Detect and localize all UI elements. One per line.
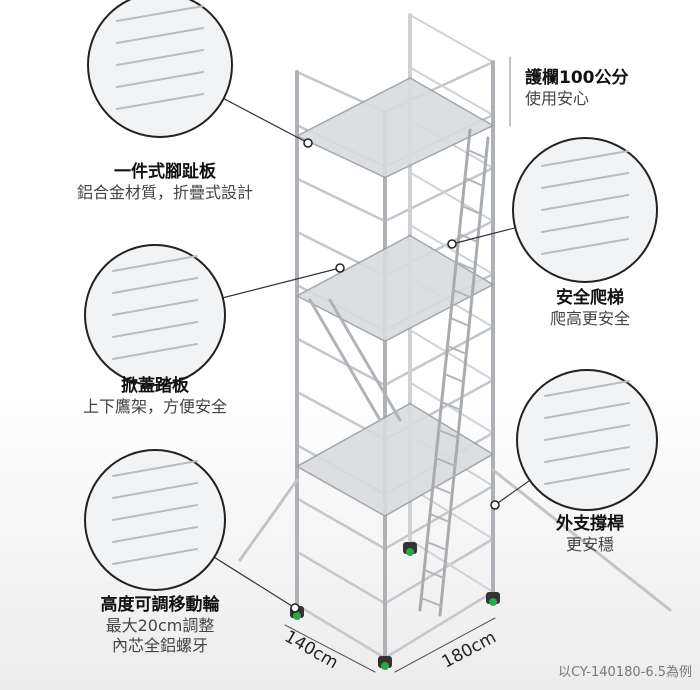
rung: [383, 166, 495, 223]
dimension-line: [284, 624, 376, 673]
detail-part: [540, 238, 630, 255]
detail-part: [112, 526, 198, 543]
mid-platform: [295, 234, 495, 343]
ladder-step: [423, 569, 445, 579]
feature-outrigger: 外支撐桿 更安穩: [556, 514, 624, 555]
callout-dot: [490, 500, 500, 510]
rung: [295, 497, 387, 551]
rung: [409, 224, 494, 275]
detail-part: [115, 49, 205, 66]
detail-part: [540, 216, 630, 233]
ladder-step: [458, 233, 479, 243]
rung: [295, 603, 387, 660]
rung: [295, 337, 387, 387]
rung: [383, 537, 495, 605]
ladder-step: [464, 177, 485, 187]
rung: [295, 550, 387, 605]
detail-part: [112, 321, 198, 338]
detail-circle: [87, 0, 233, 138]
low-platform: [295, 402, 495, 517]
detail-part: [544, 446, 630, 463]
caster-wheel: [406, 548, 414, 556]
rung: [409, 66, 494, 116]
model-note: 以CY-140180-6.5為例: [558, 665, 692, 680]
detail-circle: [84, 244, 226, 386]
rung: [409, 14, 494, 63]
ladder-step: [455, 261, 476, 271]
detail-part: [540, 150, 630, 167]
detail-part: [115, 27, 205, 44]
rung: [295, 177, 387, 223]
detail-circle: [512, 137, 658, 283]
ladder-step: [452, 289, 473, 299]
detail-part: [112, 299, 198, 316]
dimension-line: [394, 617, 496, 673]
rung: [383, 590, 495, 660]
feature-guardrail: 護欄100公分 使用安心: [525, 68, 629, 109]
feature-caster: 高度可調移動輪 最大20cm調整 內芯全鋁螺牙: [100, 595, 220, 656]
outrigger: [491, 468, 672, 612]
ladder-step: [434, 457, 457, 467]
callout-dot: [303, 138, 313, 148]
feature-hatch-platform: 掀蓋踏板 上下鷹架，方便安全: [82, 376, 227, 417]
caster-wheel: [489, 598, 497, 606]
detail-part: [112, 482, 198, 499]
detail-circle: [84, 449, 226, 591]
detail-part: [112, 277, 198, 294]
ladder-step: [449, 317, 471, 327]
detail-part: [112, 504, 198, 521]
rung: [383, 325, 495, 387]
ladder-step: [426, 541, 448, 551]
ladder-step: [461, 205, 482, 215]
detail-part: [540, 194, 630, 211]
detail-part: [115, 93, 205, 110]
callout-dot: [447, 239, 457, 249]
ladder-step: [429, 513, 451, 523]
brace: [328, 298, 402, 422]
ladder-step: [446, 345, 468, 355]
detail-part: [544, 424, 630, 441]
ladder-step: [443, 373, 465, 383]
detail-part: [115, 5, 205, 22]
caster-wheel: [293, 612, 301, 620]
ladder-step: [437, 429, 459, 439]
rung: [409, 329, 494, 381]
detail-part: [544, 468, 630, 485]
outrigger: [238, 478, 299, 562]
ladder-step: [431, 485, 454, 495]
callout-dot: [290, 603, 300, 613]
ladder-step: [440, 401, 462, 411]
feature-toeboard: 一件式腳趾板 鋁合金材質，折疊式設計: [76, 162, 253, 203]
top-platform: [295, 77, 495, 179]
detail-part: [112, 548, 198, 565]
brace: [308, 298, 382, 422]
detail-part: [544, 380, 630, 397]
rung: [409, 539, 494, 593]
feature-ladder: 安全爬梯 爬高更安全: [549, 288, 630, 329]
rung: [409, 381, 494, 434]
detail-part: [540, 172, 630, 189]
detail-part: [112, 255, 198, 272]
ladder-step: [420, 597, 443, 607]
callout-dot: [335, 263, 345, 273]
ladder-rail: [438, 136, 490, 617]
ladder-rail: [418, 128, 472, 612]
caster-wheel: [381, 662, 389, 670]
detail-part: [115, 71, 205, 88]
ladder-step: [466, 149, 487, 159]
detail-part: [544, 402, 630, 419]
detail-part: [112, 460, 198, 477]
detail-circle: [516, 369, 658, 511]
detail-part: [112, 343, 198, 360]
